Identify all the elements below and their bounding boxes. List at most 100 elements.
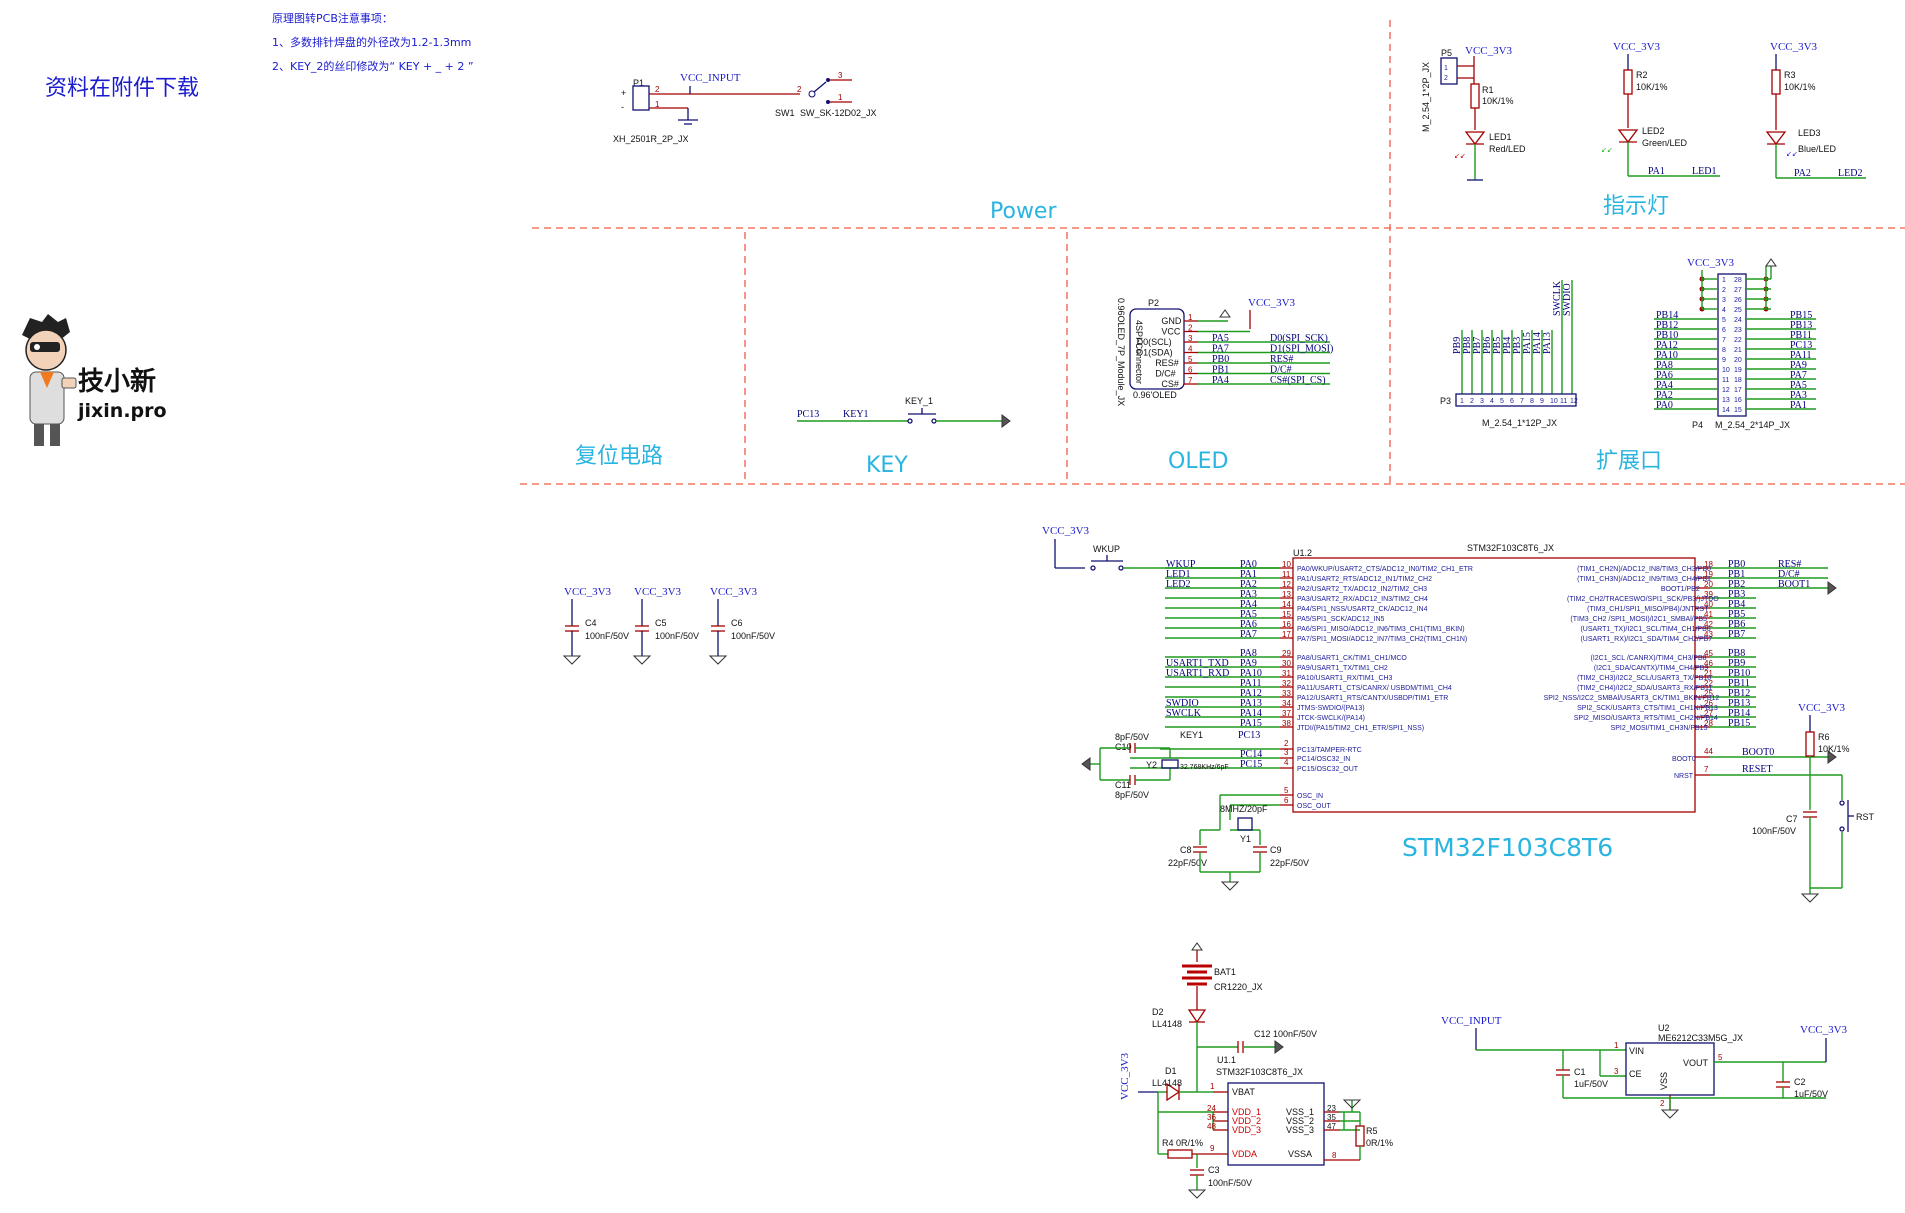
svg-text:LL4148: LL4148: [1152, 1019, 1182, 1029]
mcu-pin-number: 15: [1282, 610, 1291, 619]
oled-module[interactable]: [1129, 308, 1185, 390]
svg-text:44: 44: [1704, 747, 1713, 756]
svg-text:OSC_OUT: OSC_OUT: [1297, 803, 1332, 810]
svg-text:Y1: Y1: [1240, 834, 1251, 844]
svg-text:10K/1%: 10K/1%: [1636, 82, 1668, 92]
r2-resistor[interactable]: [1623, 69, 1633, 95]
rst-button[interactable]: [1839, 800, 1854, 832]
svg-text:R5: R5: [1366, 1126, 1378, 1136]
mcu-net-right: PB9: [1728, 658, 1745, 669]
r4-resistor[interactable]: [1167, 1149, 1193, 1159]
y1-crystal[interactable]: [1237, 817, 1253, 831]
mcu-net-left: PA8: [1240, 648, 1257, 659]
vdd-pin-number: 48: [1207, 1122, 1216, 1131]
mcu-net-right: PB8: [1728, 648, 1745, 659]
note-1: 1、多数排针焊盘的外径改为1.2-1.3mm: [272, 35, 471, 49]
cap-ref: C4: [585, 618, 597, 628]
svg-text:2: 2: [797, 85, 802, 94]
y2-crystal[interactable]: [1161, 759, 1179, 769]
p4-net-left: PA6: [1656, 370, 1673, 381]
oled-pin-name: VCC: [1161, 327, 1181, 337]
mcu-net-right: PB10: [1728, 668, 1750, 679]
expansion-block: PB91PB82PB73PB64PB55PB46PB37PA158PA149PA…: [1440, 257, 1816, 430]
mcu-pin-function: (TIM3_CH1/SPI1_MISO/PB4)/JNTRST: [1587, 606, 1709, 613]
r5-resistor[interactable]: [1355, 1125, 1365, 1147]
p5-part: M_2.54_1*2P_JX: [1421, 62, 1431, 132]
vss-pin-name: VSS_1: [1286, 1107, 1314, 1117]
svg-text:U1.1: U1.1: [1217, 1055, 1236, 1065]
p5-header[interactable]: [1440, 57, 1458, 85]
mcu-pin-function: (TIM2_CH3)/I2C2_SCL/USART3_TX/PB10: [1577, 675, 1711, 682]
mcu-pin-number: 32: [1282, 679, 1291, 688]
p3-header[interactable]: [1455, 393, 1577, 407]
mcu-pin-function: SPI2_MISO/USART3_RTS/TIM1_CH2N/PB14: [1574, 715, 1718, 722]
svg-text:PA1: PA1: [1648, 166, 1665, 177]
p4-pin-number: 3: [1722, 297, 1726, 304]
mcu-pin-function: PA6/SPI1_MISO/ADC12_IN6/TIM3_CH1(TIM1_BK…: [1297, 626, 1465, 633]
svg-text:8: 8: [1332, 1151, 1337, 1160]
vdd-pin-name: VDD_1: [1232, 1107, 1261, 1117]
vss-pin-name: VSS_2: [1286, 1116, 1314, 1126]
svg-text:100nF/50V: 100nF/50V: [1208, 1178, 1252, 1188]
d1-diode[interactable]: [1166, 1082, 1181, 1102]
p3-pin-number: 2: [1470, 398, 1474, 405]
svg-text:R4 0R/1%: R4 0R/1%: [1162, 1138, 1203, 1148]
oled-pin-name: D/C#: [1155, 369, 1176, 379]
p4-net-right: PA5: [1790, 380, 1807, 391]
p4-pin-number: 5: [1722, 317, 1726, 324]
p4-pin-number: 1: [1722, 277, 1726, 284]
p4-net-left: PB14: [1656, 310, 1678, 321]
p4-header[interactable]: [1717, 273, 1747, 417]
mcu-block: VCC_3V3 WKUP U1.2 STM32F103C8T6_JX PA0WK…: [1042, 525, 1875, 903]
r3-resistor[interactable]: [1771, 69, 1781, 95]
u1-1-chip[interactable]: [1227, 1082, 1325, 1166]
mcu-net-right: PB3: [1728, 589, 1745, 600]
svg-text:+: +: [621, 88, 626, 98]
p4-pin-number: 13: [1722, 397, 1730, 404]
oled-ref: P2: [1148, 298, 1159, 308]
bat1-battery-icon[interactable]: [1182, 964, 1212, 986]
p1-ref: P1: [633, 78, 644, 88]
d2-diode[interactable]: [1187, 1009, 1207, 1024]
svg-text:7: 7: [1704, 765, 1709, 774]
p4-pin-number: 26: [1734, 297, 1742, 304]
p3-pin-number: 1: [1460, 398, 1464, 405]
p1-connector[interactable]: [632, 85, 650, 111]
mcu-pin-function: PA7/SPI1_MOSI/ADC12_IN7/TIM3_CH2(TIM1_CH…: [1297, 636, 1467, 643]
svg-text:2: 2: [1284, 739, 1289, 748]
svg-text:VIN: VIN: [1629, 1046, 1644, 1056]
logo-site: jixin.pro: [77, 400, 167, 422]
oled-signal: D1(SPI_MOSI): [1270, 344, 1333, 355]
r1-resistor[interactable]: [1470, 83, 1480, 109]
svg-text:C2: C2: [1794, 1077, 1806, 1087]
r6-resistor[interactable]: [1805, 731, 1815, 757]
oled-label: 0.96'OLED: [1133, 390, 1177, 400]
mcu-pin-function: (TIM1_CH2N)/ADC12_IN8/TIM3_CH3/PB0: [1577, 566, 1711, 573]
p4-pin-number: 17: [1734, 387, 1742, 394]
p4-pin-number: 11: [1722, 377, 1729, 384]
p4-pin-number: 8: [1722, 347, 1726, 354]
cap-vcc: VCC_3V3: [564, 586, 612, 598]
svg-text:PC14: PC14: [1240, 749, 1262, 760]
mcu-chip[interactable]: [1292, 557, 1696, 813]
p4-pin-number: 18: [1734, 377, 1742, 384]
p3-net: PB4: [1502, 337, 1513, 354]
p4-pin-number: 15: [1734, 407, 1742, 414]
mcu-label-right: RES#: [1778, 559, 1801, 570]
mcu-pin-function: BOOT1/PB2: [1661, 586, 1700, 593]
p3-pin-number: 8: [1530, 398, 1534, 405]
key1-button[interactable]: [907, 408, 937, 424]
p3-part: M_2.54_1*12P_JX: [1482, 418, 1557, 428]
mcu-net-left: PA10: [1240, 668, 1262, 679]
oled-net: PB1: [1212, 365, 1229, 376]
mcu-power-block: BAT1 CR1220_JX D2 LL4148 C12 100nF/50V V…: [1119, 942, 1393, 1199]
oled-net: PA4: [1212, 375, 1229, 386]
sw1-part: SW_SK-12D02_JX: [800, 108, 877, 118]
p4-pin-number: 10: [1722, 367, 1730, 374]
p4-pin-number: 9: [1722, 357, 1726, 364]
p4-ref: P4: [1692, 420, 1703, 430]
mcu-net-left: PA14: [1240, 708, 1262, 719]
sw1-switch[interactable]: [808, 90, 816, 98]
svg-text:Blue/LED: Blue/LED: [1798, 144, 1837, 154]
wkup-button[interactable]: [1090, 555, 1124, 571]
